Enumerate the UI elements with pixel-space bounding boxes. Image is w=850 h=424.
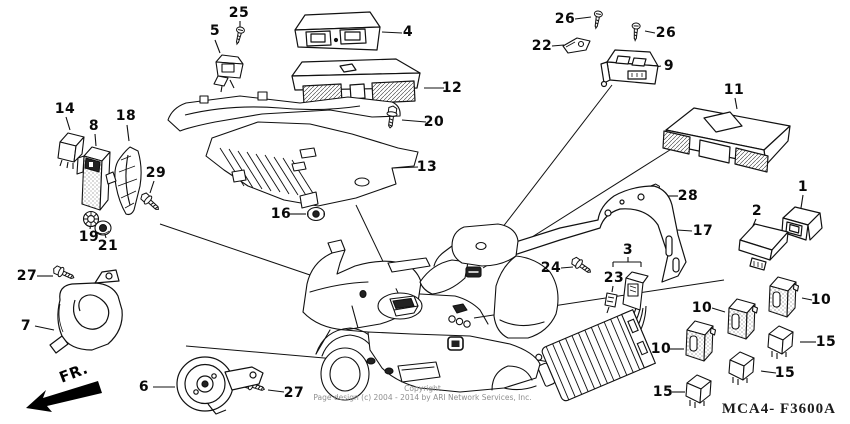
copyright-line2: Page design (c) 2004 - 2014 by ARI Netwo… [313, 392, 532, 402]
part-15-relay-a [767, 325, 794, 360]
part-24-bolt [569, 254, 594, 277]
part-5-sensor [213, 54, 244, 93]
part-18-bracket [105, 146, 142, 216]
copyright-line1: Copyright [404, 384, 441, 393]
part-23-clip [604, 292, 618, 314]
part-15-relay-b [728, 351, 755, 386]
callout-part-15-c[interactable]: 15 [652, 384, 674, 400]
copyright-notice: Copyright Page design (c) 2004 - 2014 by… [250, 384, 595, 402]
callout-part-28[interactable]: 28 [677, 188, 699, 204]
callout-part-9[interactable]: 9 [663, 58, 675, 74]
callout-part-5[interactable]: 5 [209, 23, 221, 39]
callout-part-4[interactable]: 4 [402, 24, 414, 40]
callout-part-20[interactable]: 20 [423, 114, 445, 130]
part-10-relay-b [727, 298, 759, 340]
part-11-control-unit [662, 107, 791, 173]
part-26-screw-b [630, 22, 641, 42]
part-4-control-unit [294, 11, 381, 51]
callout-part-10-a[interactable]: 10 [691, 300, 713, 316]
motorcycle-illustration [302, 223, 559, 401]
callout-part-21[interactable]: 21 [97, 238, 119, 254]
callout-part-16[interactable]: 16 [270, 206, 292, 222]
callout-part-27-b[interactable]: 27 [283, 385, 305, 401]
part-7-horn [49, 269, 123, 354]
callout-part-22[interactable]: 22 [531, 38, 553, 54]
callout-part-15-a[interactable]: 15 [815, 334, 837, 350]
part-1-relay-box [781, 206, 823, 241]
part-21-grommet [94, 220, 112, 236]
part-26-screw-a [591, 9, 604, 30]
callout-part-13[interactable]: 13 [416, 159, 438, 175]
part-9-control-unit [600, 49, 659, 88]
part-15-relay-c [685, 374, 712, 409]
part-10-relay-a [768, 276, 800, 318]
regulator-unit [535, 309, 657, 402]
callout-part-3[interactable]: 3 [622, 242, 634, 258]
diagram-code: MCA4- F3600A [721, 401, 836, 417]
callout-part-8[interactable]: 8 [88, 118, 100, 134]
bike-connector-dots [448, 315, 471, 328]
callout-part-27-a[interactable]: 27 [16, 268, 38, 284]
callout-part-2[interactable]: 2 [751, 203, 763, 219]
part-6-horn [176, 356, 264, 415]
callout-part-14[interactable]: 14 [54, 101, 76, 117]
callout-part-10-c[interactable]: 10 [650, 341, 672, 357]
callout-part-18[interactable]: 18 [115, 108, 137, 124]
part-25-screw [232, 25, 246, 46]
callout-leaders [34, 16, 816, 393]
fr-direction-arrow [26, 381, 102, 412]
callout-part-26-a[interactable]: 26 [554, 11, 576, 27]
part-29-bolt [138, 190, 163, 214]
callout-part-1[interactable]: 1 [797, 179, 809, 195]
callout-part-26-b[interactable]: 26 [655, 25, 677, 41]
callout-part-11[interactable]: 11 [723, 82, 745, 98]
part-27-bolt-a [51, 263, 77, 283]
part-8-relay [76, 146, 111, 211]
part-14-relay [57, 132, 85, 169]
part-2-cover-box [738, 223, 789, 271]
part-10-relay-c [685, 320, 717, 362]
callout-part-10-b[interactable]: 10 [810, 292, 832, 308]
callout-part-6[interactable]: 6 [138, 379, 150, 395]
callout-part-7[interactable]: 7 [20, 318, 32, 334]
callout-part-25[interactable]: 25 [228, 5, 250, 21]
callout-part-19[interactable]: 19 [78, 229, 100, 245]
callout-part-12[interactable]: 12 [441, 80, 463, 96]
callout-part-24[interactable]: 24 [540, 260, 562, 276]
callout-part-23[interactable]: 23 [603, 270, 625, 286]
callout-part-15-b[interactable]: 15 [774, 365, 796, 381]
part-22-clip [562, 37, 591, 54]
part-19-washer [82, 210, 100, 228]
callout-part-29[interactable]: 29 [145, 165, 167, 181]
bike-ecm-location [377, 292, 423, 320]
part-16-nut [306, 206, 326, 222]
part-13-bracket-tray [167, 91, 419, 209]
callout-part-17[interactable]: 17 [692, 223, 714, 239]
